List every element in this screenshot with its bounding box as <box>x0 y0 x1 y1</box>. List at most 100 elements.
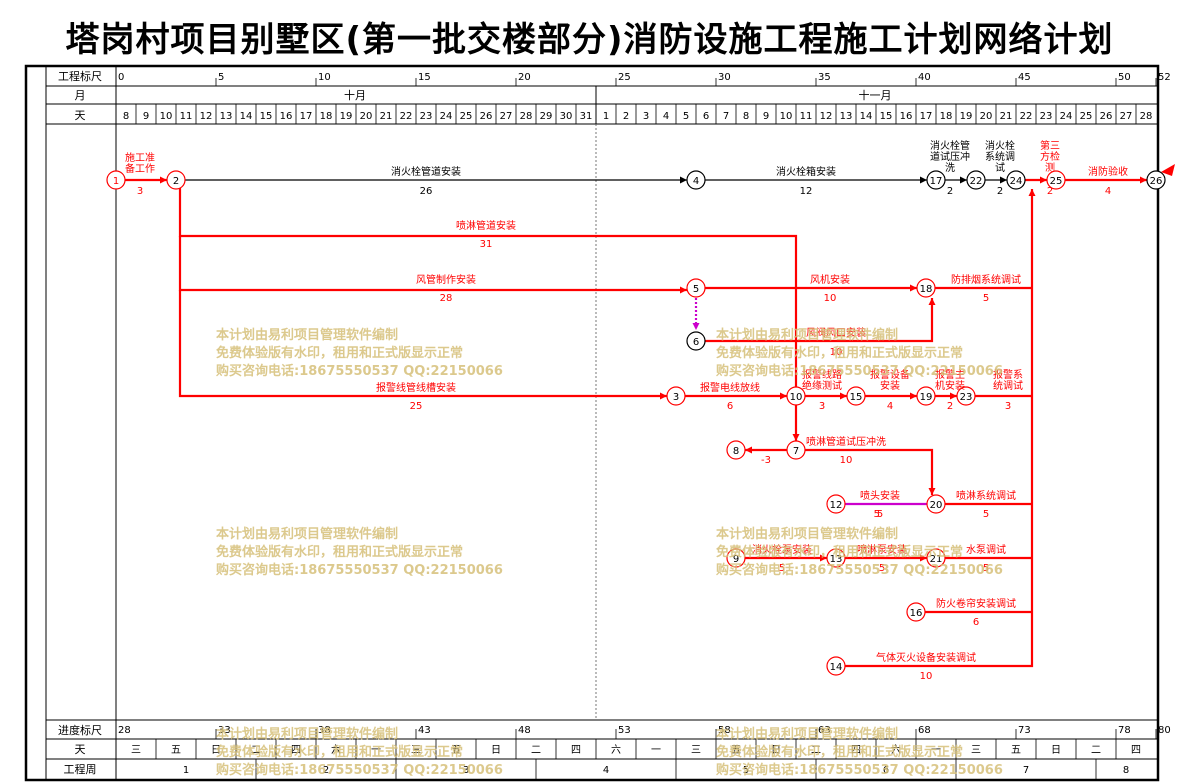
arrow-head <box>950 392 957 400</box>
event-node-number: 17 <box>930 176 943 187</box>
activity-duration: 2 <box>947 186 953 197</box>
activity-name-line: 洗 <box>945 162 955 174</box>
activity-name: 风机安装 <box>810 273 850 286</box>
event-node: 9 <box>726 548 746 568</box>
event-node-number: 24 <box>1010 176 1023 187</box>
event-node-number: 3 <box>673 392 679 403</box>
day-cell: 11 <box>800 111 813 122</box>
watermark-line: 购买咨询电话:18675550537 QQ:22150066 <box>216 763 503 778</box>
week-cell: 1 <box>183 765 189 776</box>
activity-duration: 4 <box>887 401 893 412</box>
event-node-circle <box>826 494 846 514</box>
week-cell: 7 <box>1023 765 1029 776</box>
event-node-number: 18 <box>920 284 933 295</box>
event-node-number: 23 <box>960 392 973 403</box>
activity-name-line: 方检 <box>1040 150 1060 163</box>
weekday-cell: 二 <box>531 745 541 756</box>
day-cell: 11 <box>180 111 193 122</box>
activity-name: 水泵调试 <box>966 543 1006 556</box>
activity-name-line: 系统调 <box>985 150 1015 163</box>
event-node: 21 <box>926 548 946 568</box>
activity-name-line: 备工作 <box>125 162 155 175</box>
watermark-block: 本计划由易利项目管理软件编制 免费体验版有水印，租用和正式版显示正常 购买咨询电… <box>216 327 503 381</box>
event-node: 6 <box>686 331 706 351</box>
week-label: 工程周 <box>64 763 97 776</box>
day-cell: 9 <box>143 111 149 122</box>
progress-tick-label: 68 <box>918 725 931 736</box>
activity-name-line: 机安装 <box>935 379 965 392</box>
week-cell: 3 <box>463 765 469 776</box>
scale-tick-label: 10 <box>318 72 331 83</box>
event-node-number: 8 <box>733 446 739 457</box>
event-node-number: 7 <box>793 446 799 457</box>
scale-tick-label: 40 <box>918 72 931 83</box>
activity-name: 施工准备工作 <box>125 151 155 175</box>
activity-duration: 5 <box>779 563 785 574</box>
watermark-line: 购买咨询电话:18675550537 QQ:22150066 <box>716 563 1003 578</box>
event-node: 18 <box>916 278 936 298</box>
event-node: 2 <box>166 170 186 190</box>
progress-tick-label: 53 <box>618 725 631 736</box>
event-node-circle <box>916 386 936 406</box>
day-cell: 22 <box>400 111 413 122</box>
day-cell: 13 <box>220 111 233 122</box>
event-node-number: 19 <box>920 392 933 403</box>
day-cell: 23 <box>1040 111 1053 122</box>
day-cell: 22 <box>1020 111 1033 122</box>
activity-name: 喷淋管道试压冲洗 <box>806 435 886 448</box>
activity-name-line: 报警设备 <box>870 368 910 381</box>
activity-name: 喷淋管道安装 <box>456 219 516 232</box>
activity-duration: 10 <box>920 671 933 682</box>
activity-name: 消火栓管道试压冲洗 <box>930 139 970 174</box>
event-node: 7 <box>786 440 806 460</box>
day-cell: 19 <box>960 111 973 122</box>
watermark-line: 免费体验版有水印，租用和正式版显示正常 <box>216 346 464 361</box>
activity-name: 喷淋系统调试 <box>956 489 1016 502</box>
event-node: 13 <box>826 548 846 568</box>
event-node-circle <box>966 170 986 190</box>
arrow-head <box>910 284 917 292</box>
weekday-cell: 五 <box>171 745 181 756</box>
watermark-block: 本计划由易利项目管理软件编制 免费体验版有水印，租用和正式版显示正常 购买咨询电… <box>716 726 1003 780</box>
weekday-cell: 四 <box>851 745 861 756</box>
event-node-number: 5 <box>693 284 699 295</box>
arrow-head <box>680 176 687 184</box>
weekday-cell: 三 <box>131 745 141 756</box>
arrow-head <box>1000 176 1007 184</box>
weekday-cell: 三 <box>971 745 981 756</box>
day-cell: 18 <box>320 111 333 122</box>
weekday-cell: 六 <box>891 744 901 756</box>
activity-duration: 3 <box>819 401 825 412</box>
day-cell: 18 <box>940 111 953 122</box>
event-node-number: 20 <box>930 500 943 511</box>
arrow-head <box>1028 189 1036 196</box>
day-cell: 1 <box>603 111 609 122</box>
weekday-cell: 五 <box>1011 745 1021 756</box>
event-node: 19 <box>916 386 936 406</box>
timescale-grid <box>24 64 1160 782</box>
event-node-circle <box>726 440 746 460</box>
weekday-cell: 日 <box>491 745 501 756</box>
watermark-line: 本计划由易利项目管理软件编制 <box>716 727 899 742</box>
event-node-number: 1 <box>113 176 119 187</box>
arrow-head <box>745 446 752 454</box>
day-cell: 15 <box>260 111 273 122</box>
weekday-cell: 二 <box>251 745 261 756</box>
day-cell: 28 <box>520 111 533 122</box>
activity-name: 报警线路绝缘测试 <box>802 368 842 392</box>
weekday-cell: 三 <box>411 745 421 756</box>
day-cell: 25 <box>460 111 473 122</box>
event-node-circle <box>956 386 976 406</box>
arrow-head <box>928 298 936 305</box>
watermark-block: 本计划由易利项目管理软件编制 免费体验版有水印，租用和正式版显示正常 购买咨询电… <box>716 526 1003 580</box>
activity-arrow <box>845 189 1034 668</box>
weekday-cell: 五 <box>731 745 741 756</box>
event-node-circle <box>666 386 686 406</box>
scale-tick-label: 25 <box>618 72 631 83</box>
progress-tick-label: 63 <box>818 725 831 736</box>
watermark-line: 本计划由易利项目管理软件编制 <box>216 328 399 343</box>
event-node-circle <box>846 386 866 406</box>
event-node-number: 25 <box>1050 176 1063 187</box>
